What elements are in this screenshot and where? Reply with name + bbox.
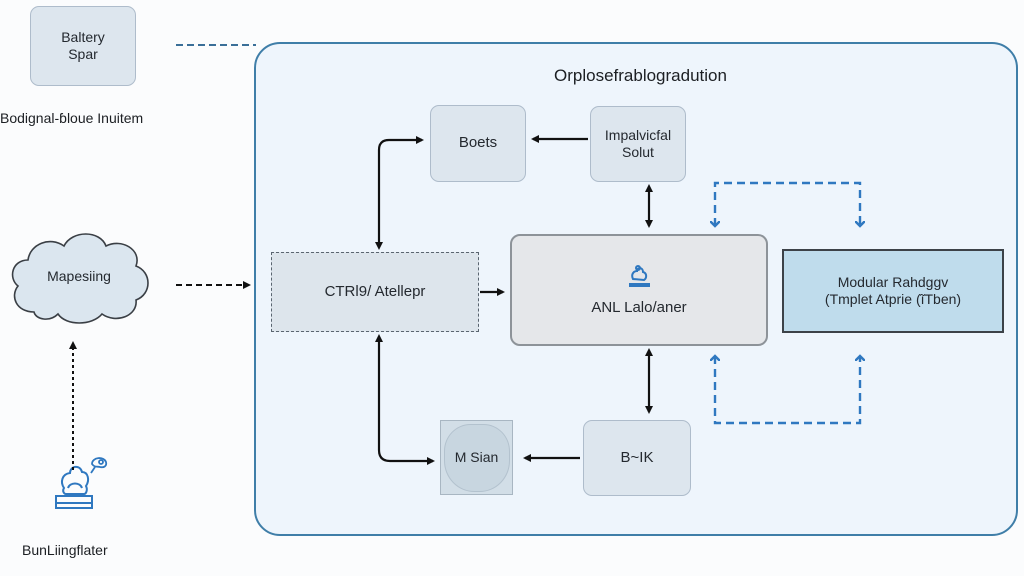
- battery-spar-node[interactable]: Baltery Spar: [30, 6, 136, 86]
- anl-laloaner-node[interactable]: ANL Lalo/aner: [510, 234, 768, 346]
- container-title: Orplosefrablogradution: [554, 66, 727, 85]
- person-caption: BunLiingflater: [22, 542, 108, 558]
- impal-node-line1: Impalvicfal: [604, 126, 672, 143]
- battery-node-line1: Baltery: [61, 28, 105, 45]
- cloud-node-label: Mapesiing: [47, 268, 111, 284]
- boets-node[interactable]: Boets: [430, 105, 526, 182]
- server-stand-icon: [629, 264, 650, 287]
- msian-node[interactable]: M Sian: [440, 420, 513, 495]
- impal-node-line2: Solut: [622, 144, 654, 160]
- battery-caption: Bodignal-ɓloue Inuitem: [0, 110, 144, 126]
- headset-icon: [90, 457, 108, 474]
- bk-node-label: B~IK: [620, 448, 654, 466]
- modular-node[interactable]: Modular Rahdggv (Tmplet Atprie (ĩTben): [782, 249, 1004, 333]
- ctr-atellepr-node[interactable]: CTRl9/ Atellepr: [271, 252, 479, 332]
- anl-node-label: ANL Lalo/aner: [591, 298, 687, 316]
- cloud-node-shape[interactable]: [6, 226, 152, 326]
- battery-node-line2: Spar: [68, 46, 98, 62]
- boets-node-label: Boets: [458, 134, 498, 152]
- msian-node-inner-shape: [444, 424, 510, 492]
- msian-node-label: M Sian: [454, 448, 499, 465]
- bk-node[interactable]: B~IK: [583, 420, 691, 496]
- modular-node-line1: Modular Rahdggv: [837, 273, 949, 290]
- impal-solut-node[interactable]: Impalvicfal Solut: [590, 106, 686, 182]
- modular-node-line2: (Tmplet Atprie (ĩTben): [824, 291, 962, 307]
- user-station-icon: [55, 465, 93, 509]
- ctr-node-label: CTRl9/ Atellepr: [324, 282, 426, 300]
